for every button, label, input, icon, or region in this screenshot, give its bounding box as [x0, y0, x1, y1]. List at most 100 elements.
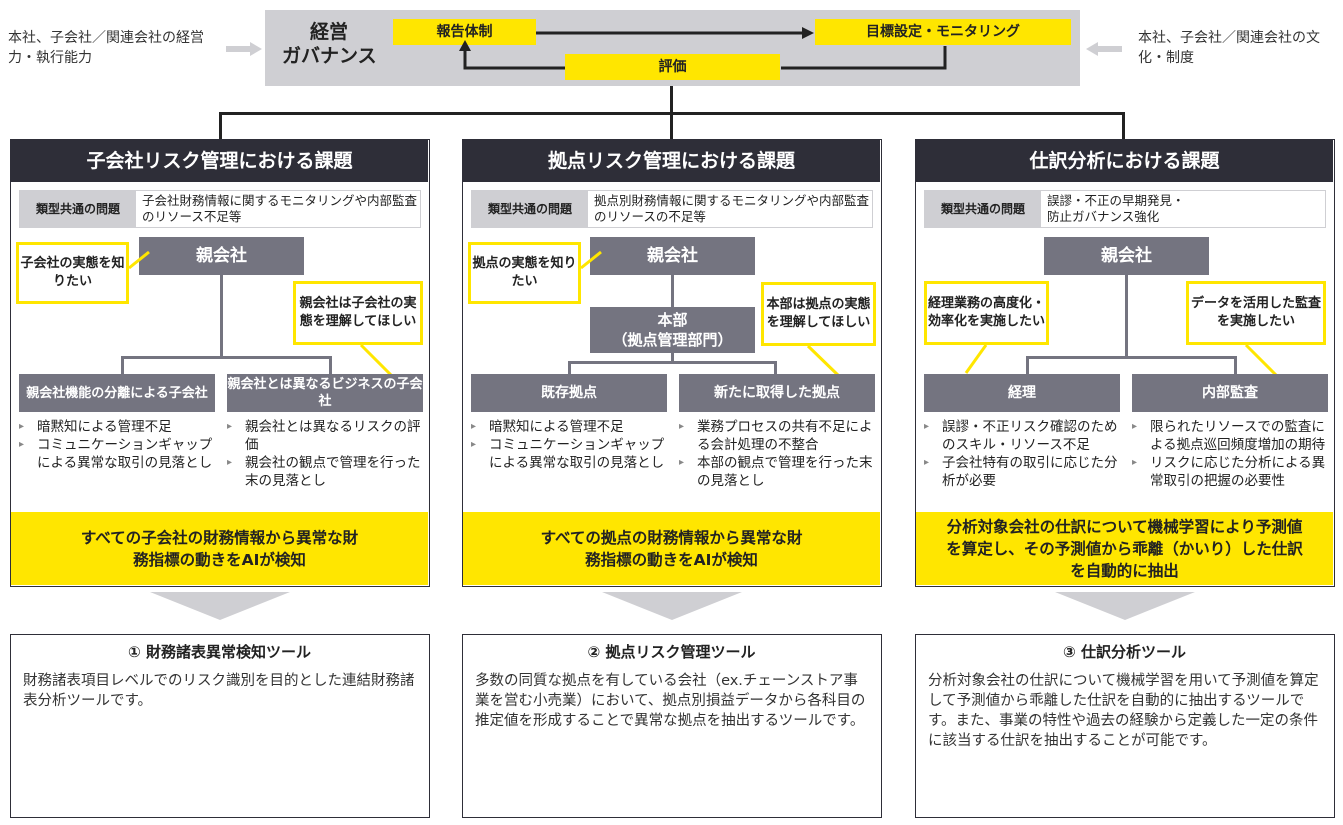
bullets-left: ▸ 誤謬・不正リスク確認のためのスキル・リソース不足 ▸子会社特有の取引に応じた分… — [924, 418, 1124, 490]
bullet-arrow-icon: ▸ — [227, 457, 233, 468]
governance-title: 経営 ガバナンス — [282, 20, 392, 68]
reporting-label: 報告体制 — [393, 19, 536, 45]
headquarters-sublabel: （拠点管理部門） — [612, 331, 733, 349]
tool-description: 財務諸表項目レベルでのリスク識別を目的とした連結財務諸表分析ツールです。 — [23, 673, 415, 709]
bullet-text: 暗黙知による管理不足 — [489, 419, 624, 435]
tree-vertical — [1125, 275, 1128, 357]
tool-description: 多数の同質な拠点を有している会社（ex.チェーンストア事業を営む小売業）において… — [475, 673, 866, 729]
bullet-item: ▸ 誤謬・不正リスク確認のためのスキル・リソース不足 — [924, 418, 1124, 454]
common-problem-label: 類型共通の問題 — [472, 191, 588, 227]
governance-title-line1: 経営 — [310, 21, 349, 43]
panel-site-risk: 拠点リスク管理における課題 類型共通の問題 拠点別財務情報に関するモニタリングや… — [462, 139, 882, 587]
bullet-text: コミュニケーションギャップによる異常な取引の見落とし — [37, 437, 213, 471]
callout-left: 拠点の実態を知りたい — [468, 242, 581, 304]
bullet-text: 業務プロセスの共有不足による会計処理の不整合 — [697, 419, 873, 453]
bullet-arrow-icon: ▸ — [679, 457, 685, 468]
evaluation-label: 評価 — [565, 54, 780, 80]
common-problem-label: 類型共通の問題 — [925, 191, 1041, 227]
tree-horizontal — [121, 356, 331, 359]
bullet-text: リスクに応じた分析による異常取引の把握の必要性 — [1150, 455, 1326, 489]
bullet-text: コミュニケーションギャップによる異常な取引の見落とし — [489, 437, 665, 471]
bullet-text: 本部の観点で管理を行った末の見落とし — [697, 455, 873, 489]
down-chevron-icon — [602, 592, 742, 620]
bullet-arrow-icon: ▸ — [471, 439, 477, 450]
bullet-item: ▸ 本部の観点で管理を行った末の見落とし — [679, 454, 875, 490]
child-box-left: 親会社機能の分離による子会社 — [19, 374, 215, 412]
tree-left — [121, 356, 124, 374]
panel-journal-analysis: 仕訳分析における課題 類型共通の問題 誤謬・不正の早期発見・防止ガバナンス強化 … — [915, 139, 1335, 587]
callout-left: 子会社の実態を知りたい — [16, 242, 129, 304]
parent-company-box: 親会社 — [1044, 237, 1209, 275]
bullets-left: ▸ 暗黙知による管理不足 ▸ コミュニケーションギャップによる異常な取引の見落とし — [471, 418, 671, 472]
solution-text: 分析対象会社の仕訳について機械学習により予測値を算定し、その予測値から乖離（かい… — [946, 517, 1303, 580]
tree-vertical-top — [671, 275, 674, 307]
tree-horizontal — [568, 361, 776, 364]
solution-bar: 分析対象会社の仕訳について機械学習により予測値を算定し、その予測値から乖離（かい… — [916, 512, 1333, 585]
tool-box-1: ① 財務諸表異常検知ツール 財務諸表項目レベルでのリスク識別を目的とした連結財務… — [10, 634, 430, 818]
tree-right — [774, 361, 777, 374]
bullet-arrow-icon: ▸ — [19, 421, 25, 432]
bullet-arrow-icon: ▸ — [924, 421, 930, 432]
bullet-item: ▸限られたリソースでの監査による拠点巡回頻度増加の期待 — [1132, 418, 1328, 454]
common-problem-row: 類型共通の問題 子会社財務情報に関するモニタリングや内部監査のリソース不足等 — [19, 190, 421, 228]
bullet-item: ▸リスクに応じた分析による異常取引の把握の必要性 — [1132, 454, 1328, 490]
bullet-arrow-icon: ▸ — [679, 421, 685, 432]
bullet-item: ▸ コミュニケーションギャップによる異常な取引の見落とし — [471, 436, 671, 472]
tree-right — [1234, 356, 1237, 374]
tool-box-3: ③ 仕訳分析ツール 分析対象会社の仕訳について機械学習を用いて予測値を算定して予… — [915, 634, 1335, 818]
callout-left: 経理業務の高度化・効率化を実施したい — [924, 281, 1049, 345]
common-problem-text: 誤謬・不正の早期発見・防止ガバナンス強化 — [1047, 193, 1185, 224]
right-arrow-icon — [1086, 41, 1122, 56]
bullets-right: ▸ 業務プロセスの共有不足による会計処理の不整合 ▸ 本部の観点で管理を行った末の見… — [679, 418, 875, 490]
solution-text: すべての拠点の財務情報から異常な財務指標の動きをAIが検知 — [540, 528, 803, 569]
bullet-text: 子会社特有の取引に応じた分析が必要 — [942, 455, 1118, 489]
bullets-right: ▸限られたリソースでの監査による拠点巡回頻度増加の期待 ▸リスクに応じた分析によ… — [1132, 418, 1328, 490]
tool-title: ② 拠点リスク管理ツール — [587, 643, 756, 661]
solution-bar: すべての子会社の財務情報から異常な財務指標の動きをAIが検知 — [11, 512, 428, 585]
governance-flow-arrows — [459, 27, 947, 70]
left-note: 本社、子会社／関連会社の経営力・執行能力 — [8, 30, 204, 66]
tree-left — [568, 361, 571, 374]
panel-subsidiary-risk: 子会社リスク管理における課題 類型共通の問題 子会社財務情報に関するモニタリング… — [10, 139, 430, 587]
callout-right: 本部は拠点の実態を理解してほしい — [761, 282, 876, 346]
tree-left — [1026, 356, 1029, 374]
panel-title: 仕訳分析における課題 — [916, 140, 1333, 182]
bullet-item: ▸ 業務プロセスの共有不足による会計処理の不整合 — [679, 418, 875, 454]
tool-box-2: ② 拠点リスク管理ツール 多数の同質な拠点を有している会社（ex.チェーンストア… — [462, 634, 882, 818]
solution-bar: すべての拠点の財務情報から異常な財務指標の動きをAIが検知 — [463, 512, 880, 585]
child-box-left: 既存拠点 — [471, 374, 667, 412]
tree-vertical — [671, 353, 674, 363]
parent-company-box: 親会社 — [139, 237, 304, 275]
bullet-arrow-icon: ▸ — [471, 421, 477, 432]
child-box-left: 経理 — [924, 374, 1120, 412]
bullet-item: ▸ 親会社とは異なるリスクの評価 — [227, 418, 423, 454]
tree-vertical — [220, 275, 223, 357]
callout-pointers — [964, 343, 1281, 380]
bullet-text: 誤謬・不正リスク確認のためのスキル・リソース不足 — [942, 419, 1118, 453]
headquarters-label: 本部 — [657, 311, 688, 329]
connector-right — [1122, 112, 1125, 139]
callout-right: 親会社は子会社の実態を理解してほしい — [293, 281, 423, 345]
child-box-right: 新たに取得した拠点 — [679, 374, 875, 412]
bullet-text: 親会社とは異なるリスクの評価 — [245, 419, 421, 453]
target-setting-label: 目標設定・モニタリング — [815, 19, 1071, 45]
bullet-item: ▸子会社特有の取引に応じた分析が必要 — [924, 454, 1124, 490]
panel-title: 子会社リスク管理における課題 — [11, 140, 428, 182]
bullet-item: ▸ 暗黙知による管理不足 — [19, 418, 219, 436]
common-problem-label: 類型共通の問題 — [20, 191, 136, 227]
child-box-right: 内部監査 — [1132, 374, 1328, 412]
bullet-item: ▸ 暗黙知による管理不足 — [471, 418, 671, 436]
tool-title: ③ 仕訳分析ツール — [1063, 643, 1186, 661]
bullet-arrow-icon: ▸ — [227, 421, 233, 432]
governance-title-line2: ガバナンス — [282, 45, 377, 67]
down-chevron-icon — [150, 592, 290, 620]
tree-right — [329, 356, 332, 374]
parent-company-box: 親会社 — [590, 237, 755, 275]
common-problem-text: 子会社財務情報に関するモニタリングや内部監査のリソース不足等 — [142, 193, 418, 224]
down-chevron-icon — [1055, 592, 1195, 620]
bullet-arrow-icon: ▸ — [1132, 421, 1138, 432]
bullet-text: 暗黙知による管理不足 — [37, 419, 172, 435]
common-problem-text: 拠点別財務情報に関するモニタリングや内部監査のリソースの不足等 — [594, 193, 870, 224]
connector-left — [219, 112, 222, 139]
bullet-text: 親会社の観点で管理を行った末の見落とし — [245, 455, 421, 489]
